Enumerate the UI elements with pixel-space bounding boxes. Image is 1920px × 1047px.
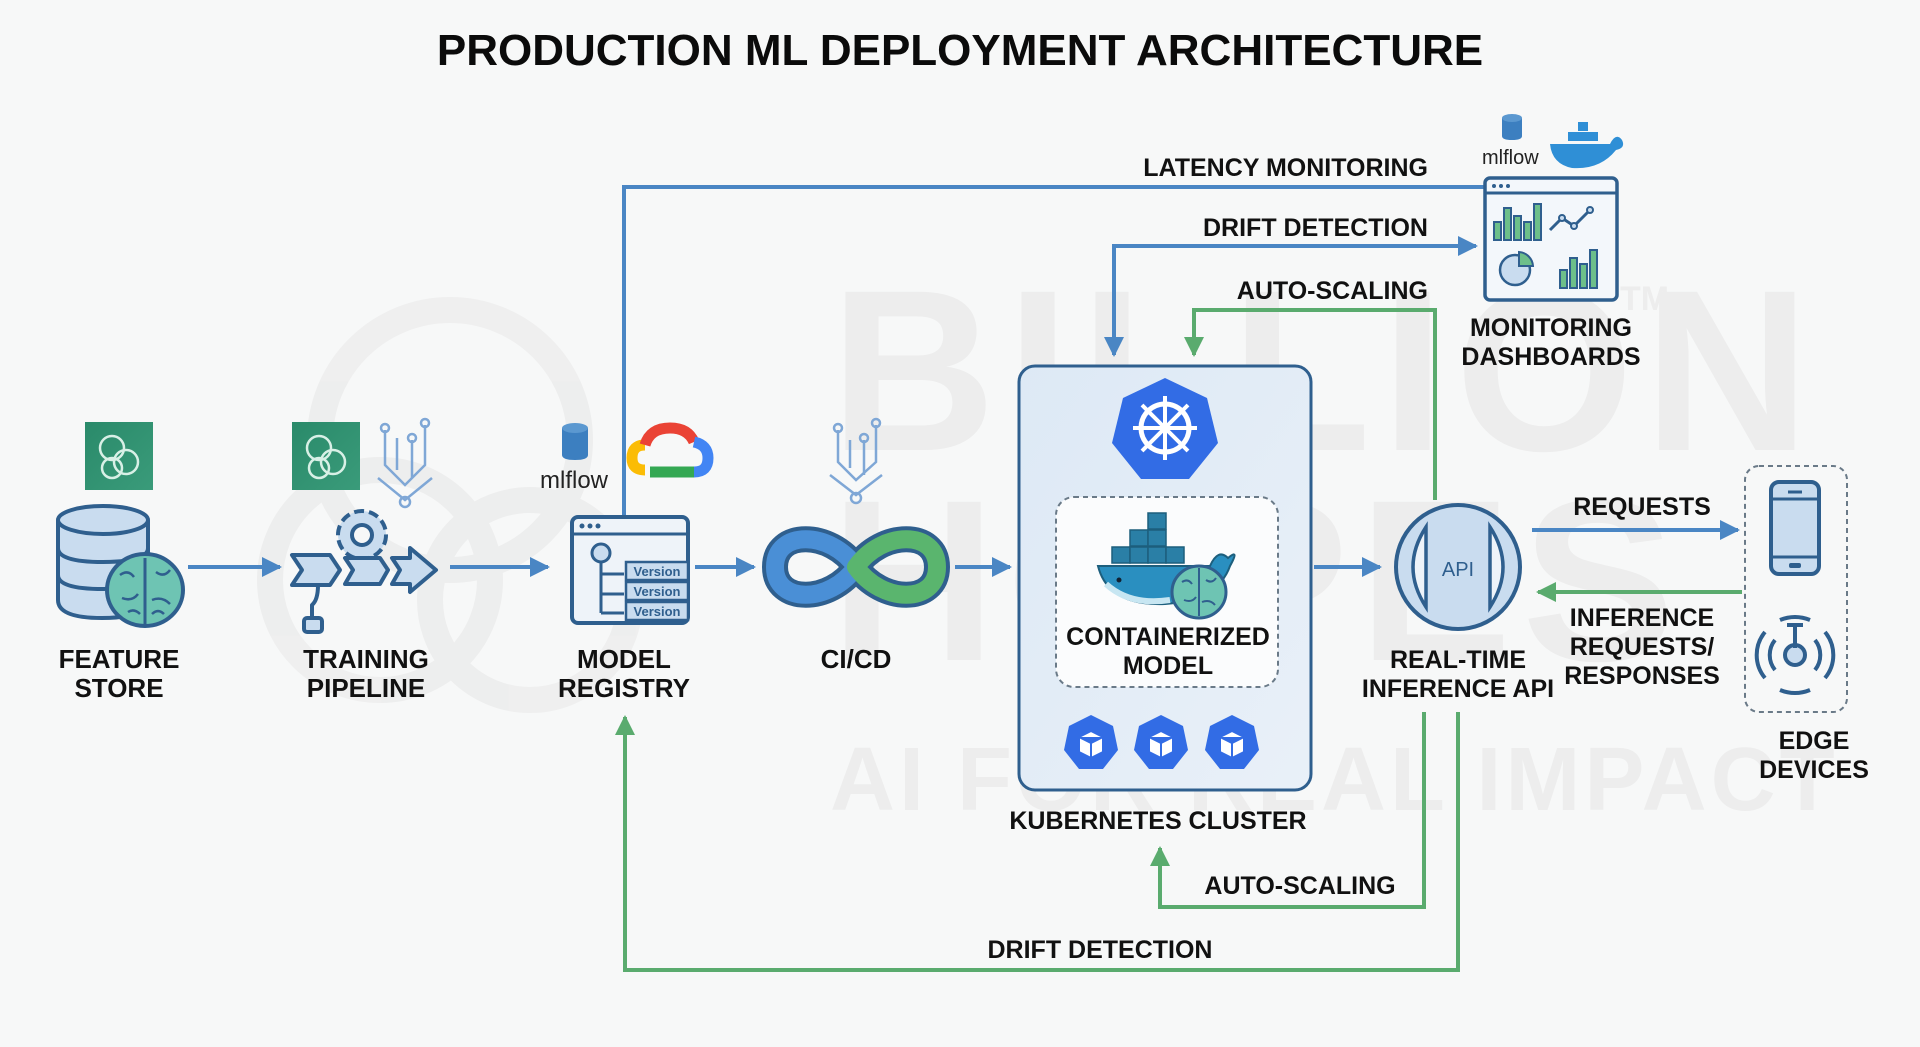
version-label: Version bbox=[634, 604, 681, 619]
api-badge: API bbox=[1442, 559, 1474, 581]
pod-list bbox=[1064, 715, 1259, 769]
kubernetes-helm-icon bbox=[1112, 378, 1218, 479]
brain-icon bbox=[1170, 564, 1228, 620]
google-cloud-icon bbox=[626, 422, 714, 478]
cicd-label: CI/CD bbox=[821, 644, 892, 674]
node-inference-api[interactable]: API REAL-TIME INFERENCE API bbox=[1362, 503, 1554, 703]
version-list: Version Version Version bbox=[624, 560, 690, 622]
label-drift-detection-bottom: DRIFT DETECTION bbox=[988, 936, 1213, 964]
version-row bbox=[624, 560, 690, 582]
version-label: Version bbox=[634, 584, 681, 599]
api-gateway-icon: API bbox=[1394, 503, 1522, 631]
node-training-pipeline[interactable]: TRAINING PIPELINE bbox=[290, 417, 438, 703]
smartphone-icon bbox=[1769, 480, 1821, 576]
docker-whale-icon bbox=[1550, 122, 1624, 169]
ai-chip-icon bbox=[85, 422, 153, 490]
edge-auto-scaling-bottom bbox=[1150, 712, 1426, 909]
node-model-registry[interactable]: mlflow Version Version Version MODEL REG… bbox=[540, 420, 714, 703]
pod-cube-icon bbox=[1134, 715, 1188, 769]
node-edge-devices[interactable]: EDGE DEVICES bbox=[1744, 465, 1869, 784]
watermark-brain-icon bbox=[257, 297, 643, 713]
version-row bbox=[624, 600, 690, 622]
feature-store-label-line1: FEATURE bbox=[59, 644, 180, 674]
mlflow-logo-text: mlflow bbox=[540, 467, 609, 494]
label-inference-line1: INFERENCE bbox=[1570, 604, 1714, 632]
containerized-model-label-line1: CONTAINERIZED bbox=[1066, 623, 1270, 651]
ai-chip-icon bbox=[292, 422, 360, 490]
training-pipeline-label-line2: PIPELINE bbox=[307, 673, 425, 703]
label-inference-line2: REQUESTS/ bbox=[1570, 633, 1715, 661]
label-inference-line3: RESPONSES bbox=[1564, 662, 1720, 690]
node-kubernetes-cluster[interactable]: CONTAINERIZED MODEL KUBERNETES CLUSTER bbox=[1009, 364, 1313, 835]
label-requests: REQUESTS bbox=[1573, 493, 1711, 521]
node-feature-store[interactable]: FEATURE STORE bbox=[56, 422, 185, 703]
model-registry-label-line1: MODEL bbox=[577, 644, 671, 674]
iot-sensor-icon bbox=[1754, 615, 1836, 695]
watermark-trademark: TM bbox=[1620, 280, 1669, 318]
training-pipeline-label-line1: TRAINING bbox=[303, 644, 429, 674]
edge-drift-detection-top bbox=[1104, 236, 1478, 357]
dashboard-icon bbox=[1483, 176, 1619, 302]
model-registry-label-line2: REGISTRY bbox=[558, 673, 690, 703]
label-latency-monitoring: LATENCY MONITORING bbox=[1143, 154, 1428, 182]
kubernetes-cluster-label: KUBERNETES CLUSTER bbox=[1009, 807, 1306, 835]
inference-api-label-line2: INFERENCE API bbox=[1362, 675, 1554, 703]
edge-auto-scaling-top bbox=[1184, 308, 1437, 500]
node-cicd[interactable]: CI/CD bbox=[761, 417, 951, 674]
node-monitoring-dashboards[interactable]: mlflow MONITORING DASHBOARDS bbox=[1461, 114, 1641, 371]
label-auto-scaling-top: AUTO-SCALING bbox=[1237, 277, 1428, 305]
brain-icon bbox=[105, 552, 185, 628]
edge-drift-detection-bottom bbox=[615, 712, 1460, 972]
label-drift-detection-top: DRIFT DETECTION bbox=[1203, 214, 1428, 242]
label-auto-scaling-bottom: AUTO-SCALING bbox=[1204, 872, 1395, 900]
pod-cube-icon bbox=[1064, 715, 1118, 769]
watermark-tagline: AI FOR REAL IMPACT bbox=[830, 730, 1839, 830]
pipeline-arrows-icon bbox=[290, 546, 438, 634]
feature-store-label-line2: STORE bbox=[74, 673, 163, 703]
monitoring-label-line1: MONITORING bbox=[1470, 314, 1632, 342]
version-row bbox=[624, 580, 690, 602]
infinity-loop-icon bbox=[761, 526, 951, 608]
monitoring-label-line2: DASHBOARDS bbox=[1461, 343, 1640, 371]
gear-icon bbox=[336, 509, 388, 561]
containerized-model[interactable]: CONTAINERIZED MODEL bbox=[1055, 496, 1279, 688]
circuit-icon bbox=[829, 417, 883, 505]
edge-devices-box bbox=[1744, 465, 1848, 713]
edge-devices-label-line1: EDGE bbox=[1779, 727, 1850, 755]
containerized-model-label-line2: MODEL bbox=[1123, 652, 1213, 680]
pod-cube-icon bbox=[1205, 715, 1259, 769]
inference-api-label-line1: REAL-TIME bbox=[1390, 646, 1526, 674]
page-title: PRODUCTION ML DEPLOYMENT ARCHITECTURE bbox=[437, 26, 1483, 75]
mlflow-icon: mlflow bbox=[1482, 114, 1539, 169]
version-label: Version bbox=[634, 564, 681, 579]
circuit-icon bbox=[377, 417, 433, 509]
mlflow-logo-text: mlflow bbox=[1482, 147, 1539, 169]
mlflow-icon: mlflow bbox=[540, 423, 609, 494]
edge-devices-label-line2: DEVICES bbox=[1759, 756, 1869, 784]
edge-latency-monitoring bbox=[622, 185, 1485, 530]
